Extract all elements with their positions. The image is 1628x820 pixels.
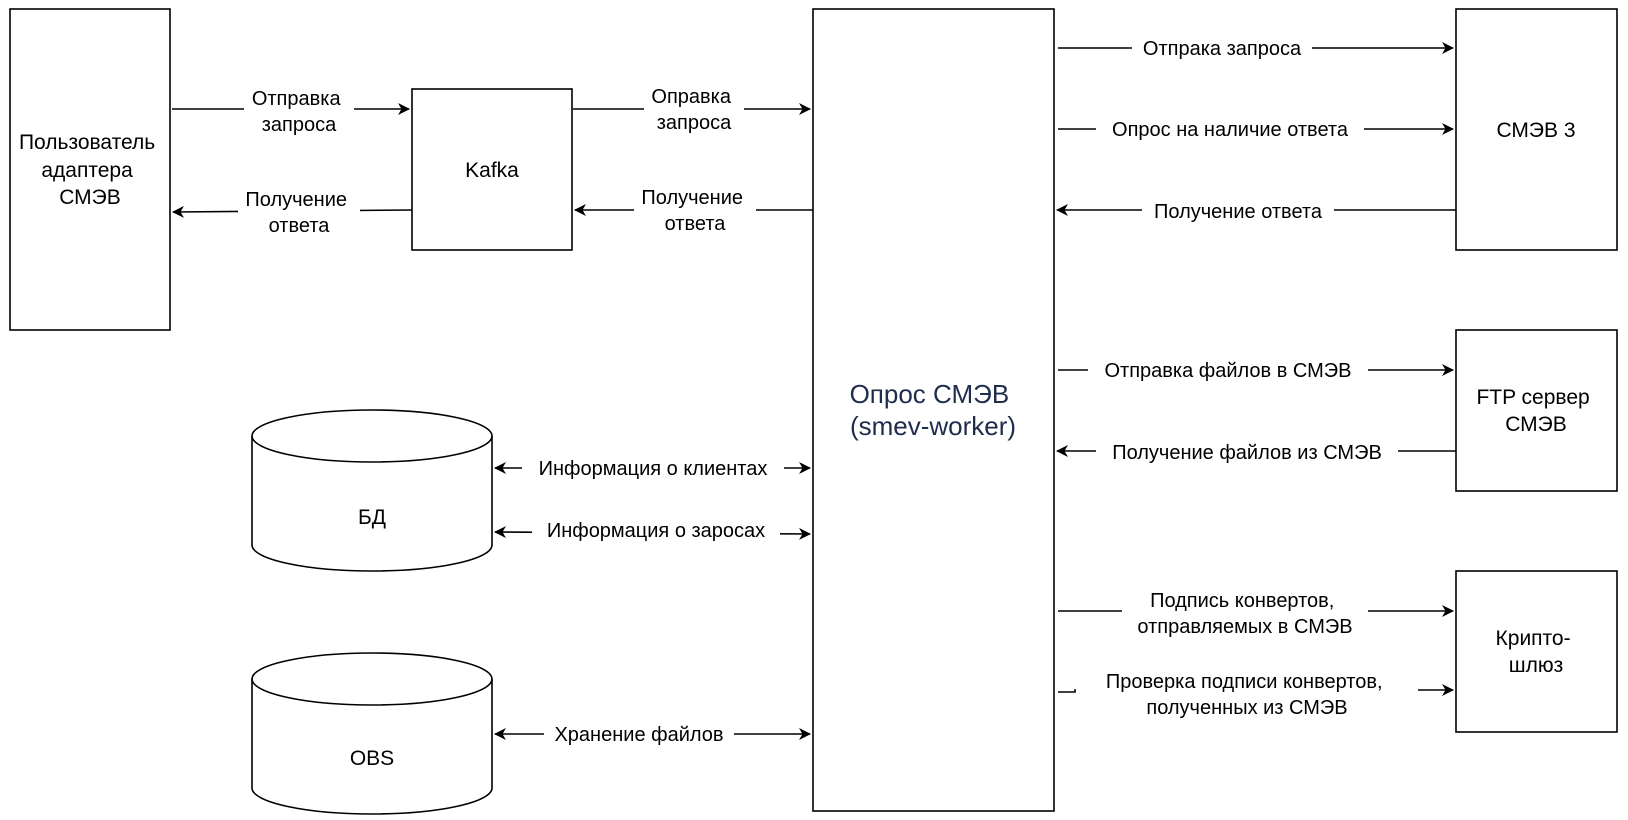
node-smev3-label: СМЭВ 3 [1496,119,1575,142]
edge-worker-to-kafka-label: Получение ответа [641,187,748,235]
edge-kafka-to-user: Получение ответа [172,187,413,239]
edge-files-to-smev-label: Отправка файлов в СМЭВ [1104,360,1351,382]
node-kafka-label: Kafka [465,159,519,182]
edge-verify-envelopes-label: Проверка подписи конвертов, полученных и… [1106,671,1388,719]
node-db-label: БД [358,506,386,529]
edge-kafka-to-worker: Оправка запроса [573,84,811,136]
node-worker-label: Опрос СМЭВ (smev-worker) [850,379,1017,441]
node-kafka: Kafka [411,88,573,251]
edge-kafka-to-worker-label: Оправка запроса [651,86,736,134]
edge-worker-to-kafka: Получение ответа [574,185,813,237]
edge-user-to-kafka: Отправка запроса [172,86,410,138]
edge-obs-files-label: Хранение файлов [554,724,723,746]
edge-worker-send-request-label: Отпрака запроса [1143,38,1302,60]
edge-obs-files: Хранение файлов [494,722,811,748]
edge-files-from-smev: Получение файлов из СМЭВ [1056,440,1456,466]
edge-sign-envelopes: Подпись конвертов, отправляемых в СМЭВ [1058,585,1454,639]
edge-files-to-smev: Отправка файлов в СМЭВ [1058,358,1454,384]
edge-smev-answer: Получение ответа [1056,199,1456,225]
edge-db-requests: Информация о заросах [494,518,811,544]
edge-worker-poll-answer: Опрос на наличие ответа [1058,117,1454,143]
edge-db-requests-label: Информация о заросах [547,520,765,542]
edge-verify-envelopes: Проверка подписи конвертов, полученных и… [1058,666,1454,720]
edge-files-from-smev-label: Получение файлов из СМЭВ [1112,442,1382,464]
node-user-label: Пользователь адаптера СМЭВ [19,131,161,209]
node-ftp: FTP сервер СМЭВ [1455,329,1618,492]
node-obs: OBS [251,652,493,815]
node-worker: Опрос СМЭВ (smev-worker) [812,8,1055,812]
edge-smev-answer-label: Получение ответа [1154,201,1323,223]
node-smev3: СМЭВ 3 [1455,8,1618,251]
node-db: БД [251,409,493,572]
node-obs-label: OBS [350,747,394,770]
node-crypto: Крипто- шлюз [1455,570,1618,733]
node-ftp-label: FTP сервер СМЭВ [1476,386,1595,436]
node-crypto-label: Крипто- шлюз [1496,627,1577,677]
edge-sign-envelopes-label: Подпись конвертов, отправляемых в СМЭВ [1137,590,1352,638]
edge-worker-poll-answer-label: Опрос на наличие ответа [1112,119,1349,141]
edge-kafka-to-user-label: Получение ответа [245,189,352,237]
edge-worker-send-request: Отпрака запроса [1058,36,1454,62]
edge-db-clients-label: Информация о клиентах [539,458,768,480]
edge-db-clients: Информация о клиентах [494,456,811,482]
node-user: Пользователь адаптера СМЭВ [9,8,171,331]
edge-user-to-kafka-label: Отправка запроса [252,88,346,136]
